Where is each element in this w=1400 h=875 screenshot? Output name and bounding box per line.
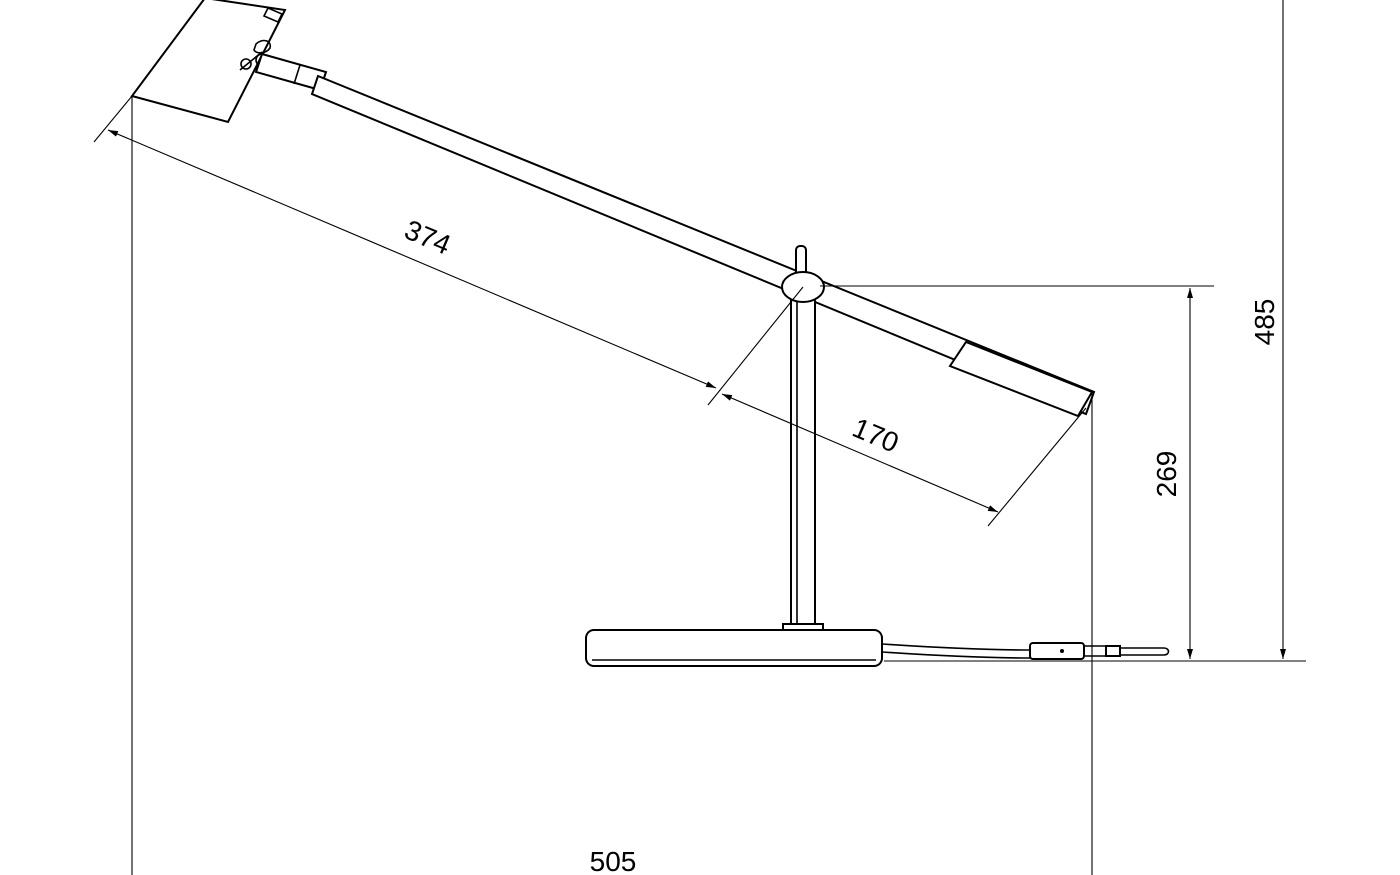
dim-label-505: 505: [590, 846, 637, 875]
dimension-labels: 374 170 269 485 505: [400, 214, 1280, 875]
dim-label-269: 269: [1151, 451, 1182, 498]
plug: [1029, 642, 1170, 660]
lamp-base: [585, 629, 883, 667]
lamp-body: [130, 0, 1170, 667]
lamp-head: [130, 0, 287, 124]
power-cable: [881, 643, 1033, 651]
dim-label-374: 374: [400, 214, 455, 261]
lamp-stem: [790, 295, 816, 627]
dim-line-374: [107, 129, 717, 389]
dimension-lines: [93, 0, 1306, 875]
dim-line-170: [721, 393, 999, 513]
dim-label-485: 485: [1249, 299, 1280, 346]
counterweight: [948, 340, 1094, 418]
